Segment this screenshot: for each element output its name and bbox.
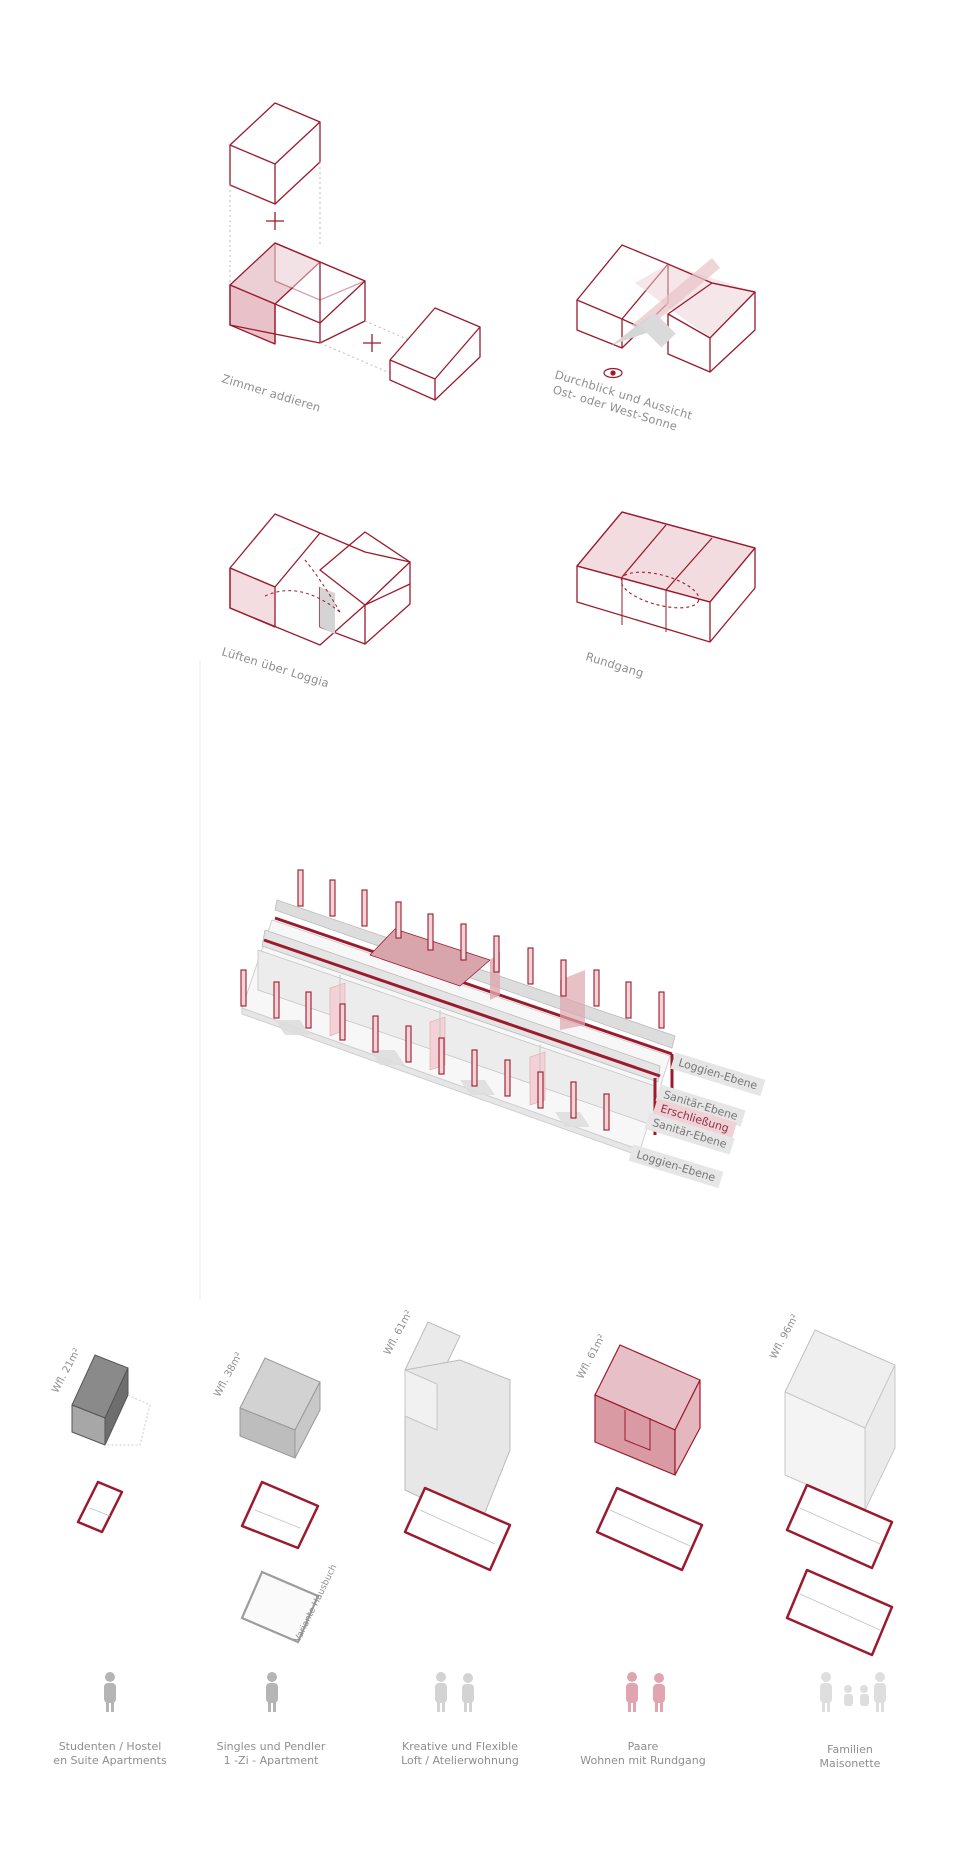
unit-3-volume	[404, 1321, 511, 1526]
zimmer-box-right	[389, 307, 481, 401]
unit-4-plan	[595, 1486, 704, 1572]
eye-icon	[603, 367, 623, 379]
person-icon-student	[104, 1672, 116, 1712]
person-icon-creative	[435, 1672, 474, 1712]
unit-3-label: Kreative und Flexible Loft / Atelierwohn…	[380, 1740, 540, 1768]
unit-1-label: Studenten / Hostel en Suite Apartments	[35, 1740, 185, 1768]
unit-5-label: Familien Maisonette	[780, 1743, 920, 1771]
unit-types	[71, 1321, 896, 1712]
unit-3-label-text: Kreative und Flexible Loft / Atelierwohn…	[401, 1740, 519, 1767]
unit-4-label: Paare Wohnen mit Rundgang	[568, 1740, 718, 1768]
unit-2-volume	[239, 1357, 321, 1459]
zimmer-box-combined	[229, 242, 366, 345]
person-icons	[104, 1672, 886, 1712]
person-icon-family	[820, 1672, 886, 1712]
unit-1-volume	[71, 1354, 151, 1446]
rundgang-diagram	[576, 511, 756, 643]
unit-4-label-text: Paare Wohnen mit Rundgang	[580, 1740, 706, 1767]
lueften-diagram	[229, 513, 411, 646]
unit-4-volume	[594, 1344, 701, 1476]
unit-5-plan-upper	[785, 1483, 894, 1570]
columns	[240, 869, 665, 1131]
unit-5-volume	[784, 1329, 896, 1511]
unit-5-plan-lower	[785, 1568, 894, 1657]
concept-diagrams	[199, 102, 756, 1300]
unit-3-plan	[403, 1486, 512, 1572]
unit-2-label-text: Singles und Pendler 1 -Zi - Apartment	[216, 1740, 326, 1767]
zimmer-box-top	[229, 102, 321, 205]
unit-1-plan	[76, 1480, 124, 1534]
unit-2-plan	[240, 1480, 320, 1550]
unit-5-label-text: Familien Maisonette	[819, 1743, 881, 1770]
unit-1-label-text: Studenten / Hostel en Suite Apartments	[53, 1740, 167, 1767]
unit-2-label: Singles und Pendler 1 -Zi - Apartment	[196, 1740, 346, 1768]
building-axonometric	[240, 869, 676, 1157]
person-icon-couple	[626, 1672, 665, 1712]
durchblick-diagram	[576, 244, 756, 373]
person-icon-single	[266, 1672, 278, 1712]
unit-2-variant-plan	[240, 1570, 320, 1644]
